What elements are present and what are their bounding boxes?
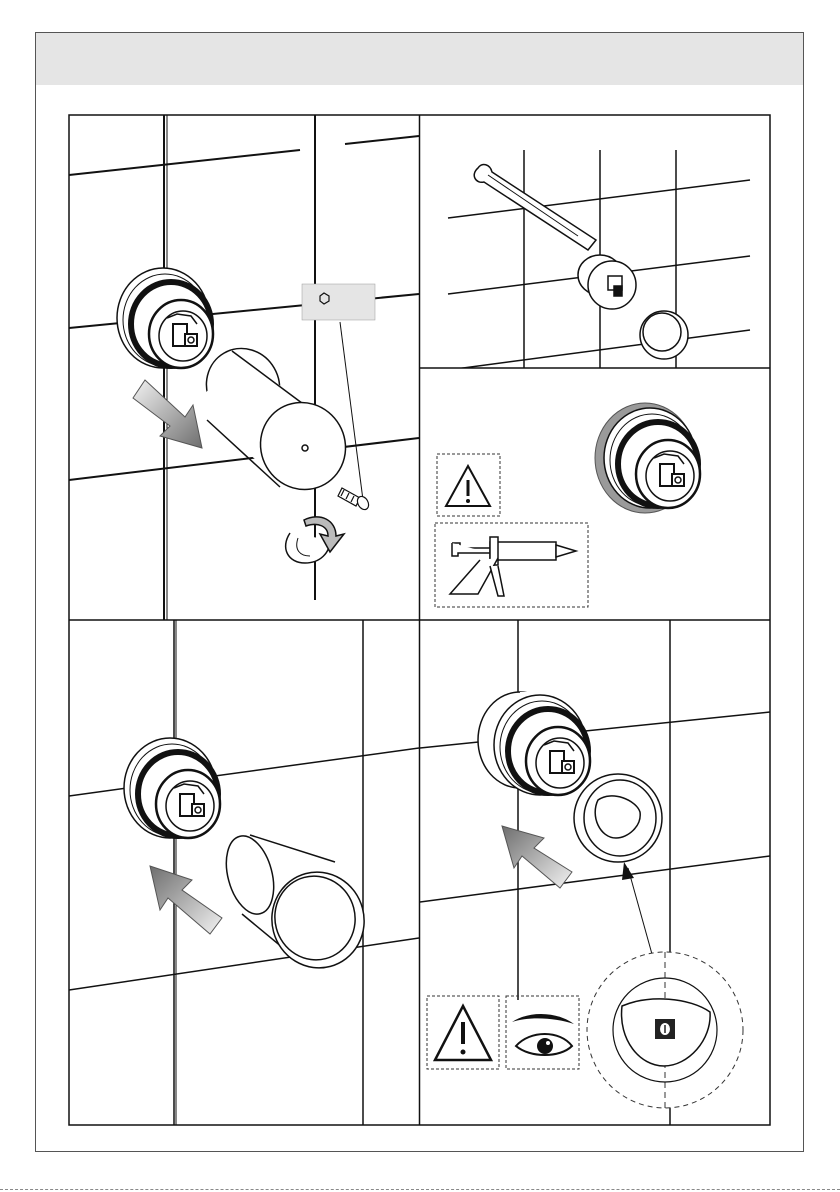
caulk-gun-icon [435, 523, 588, 607]
screw-icon [338, 488, 371, 512]
rotate-icon [286, 517, 344, 563]
detail-magnifier [587, 952, 743, 1110]
panel-fit-rosette [420, 620, 770, 1125]
panel-fit-sleeve [69, 620, 419, 1125]
page-edge-marker [0, 1189, 840, 1190]
wrench-icon [474, 165, 596, 250]
warning-icon [427, 996, 499, 1069]
panel-check-valve [448, 150, 750, 370]
panel-remove-cover [69, 115, 419, 620]
eye-icon [506, 996, 579, 1069]
panel-apply-sealant [435, 403, 700, 607]
warning-icon [437, 454, 500, 516]
